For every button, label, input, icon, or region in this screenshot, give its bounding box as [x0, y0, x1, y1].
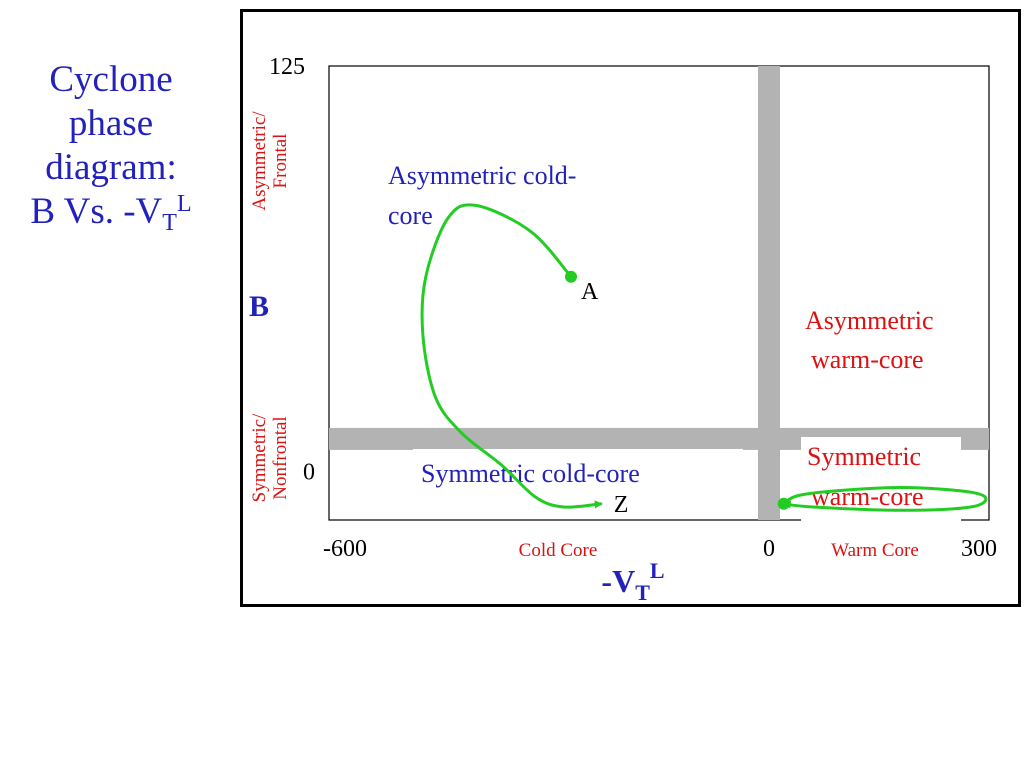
top-blank-bar [342, 18, 982, 54]
warm-core-trajectory [782, 485, 988, 512]
cold-core-trajectory [420, 203, 603, 509]
asymmetric-cold-label-line-2: core [388, 201, 433, 230]
diagram-frame: 125 0 -600 0 300 Asymmetric/ Frontal Sym… [240, 9, 1021, 607]
phase-diagram-chart: 125 0 -600 0 300 Asymmetric/ Frontal Sym… [249, 18, 997, 605]
asymmetric-cold-label-line-1: Asymmetric cold- [388, 161, 576, 190]
symmetric-warm-label-line-1: Symmetric [807, 442, 921, 471]
y-region-upper-line-2: Frontal [270, 134, 291, 189]
x-axis-label-subscript: T [635, 580, 650, 604]
trajectory-end-label: Z [614, 492, 629, 518]
symmetric-cold-label: Symmetric cold-core [421, 459, 640, 488]
title-line-3: diagram: [45, 147, 177, 188]
asymmetric-warm-box [799, 302, 969, 384]
asymmetric-cold-box [376, 148, 666, 238]
x-tick-label-0: 0 [763, 536, 775, 562]
y-region-upper-line-1: Asymmetric/ [249, 111, 270, 211]
x-axis-label-base: -V [601, 563, 635, 599]
asymmetric-warm-label-line-2: warm-core [811, 345, 924, 374]
y-tick-label-125: 125 [269, 54, 305, 80]
trajectory-start-label: A [581, 279, 599, 305]
y-tick-label-0: 0 [303, 459, 315, 485]
title-formula-base: B Vs. -V [30, 191, 163, 232]
symmetric-cold-box [413, 449, 743, 497]
warm-trajectory-start-point [777, 497, 790, 510]
y-region-lower-line-1: Symmetric/ [249, 413, 270, 502]
asymmetric-warm-label-line-1: Asymmetric [805, 306, 934, 335]
x-tick-label-300: 300 [961, 536, 997, 562]
slide-title: Cyclone phase diagram: B Vs. -VTL [0, 58, 222, 236]
x-region-warm-label: Warm Core [831, 540, 919, 561]
trajectory-start-point [565, 270, 577, 283]
title-formula-superscript: L [176, 191, 192, 217]
title-line-2: phase [68, 103, 154, 144]
y-axis-label: B [249, 290, 269, 323]
title-formula-subscript: T [162, 210, 177, 236]
x-region-cold-label: Cold Core [519, 540, 598, 561]
title-formula: B Vs. -VTL [0, 190, 222, 236]
x-tick-label--600: -600 [323, 536, 367, 562]
x-axis-label-superscript: L [650, 558, 665, 583]
x-axis-label: -VTL [601, 558, 664, 604]
y-region-lower-line-2: Nonfrontal [270, 416, 291, 499]
vertical-axis-band [758, 66, 780, 520]
title-line-1: Cyclone [49, 59, 173, 100]
